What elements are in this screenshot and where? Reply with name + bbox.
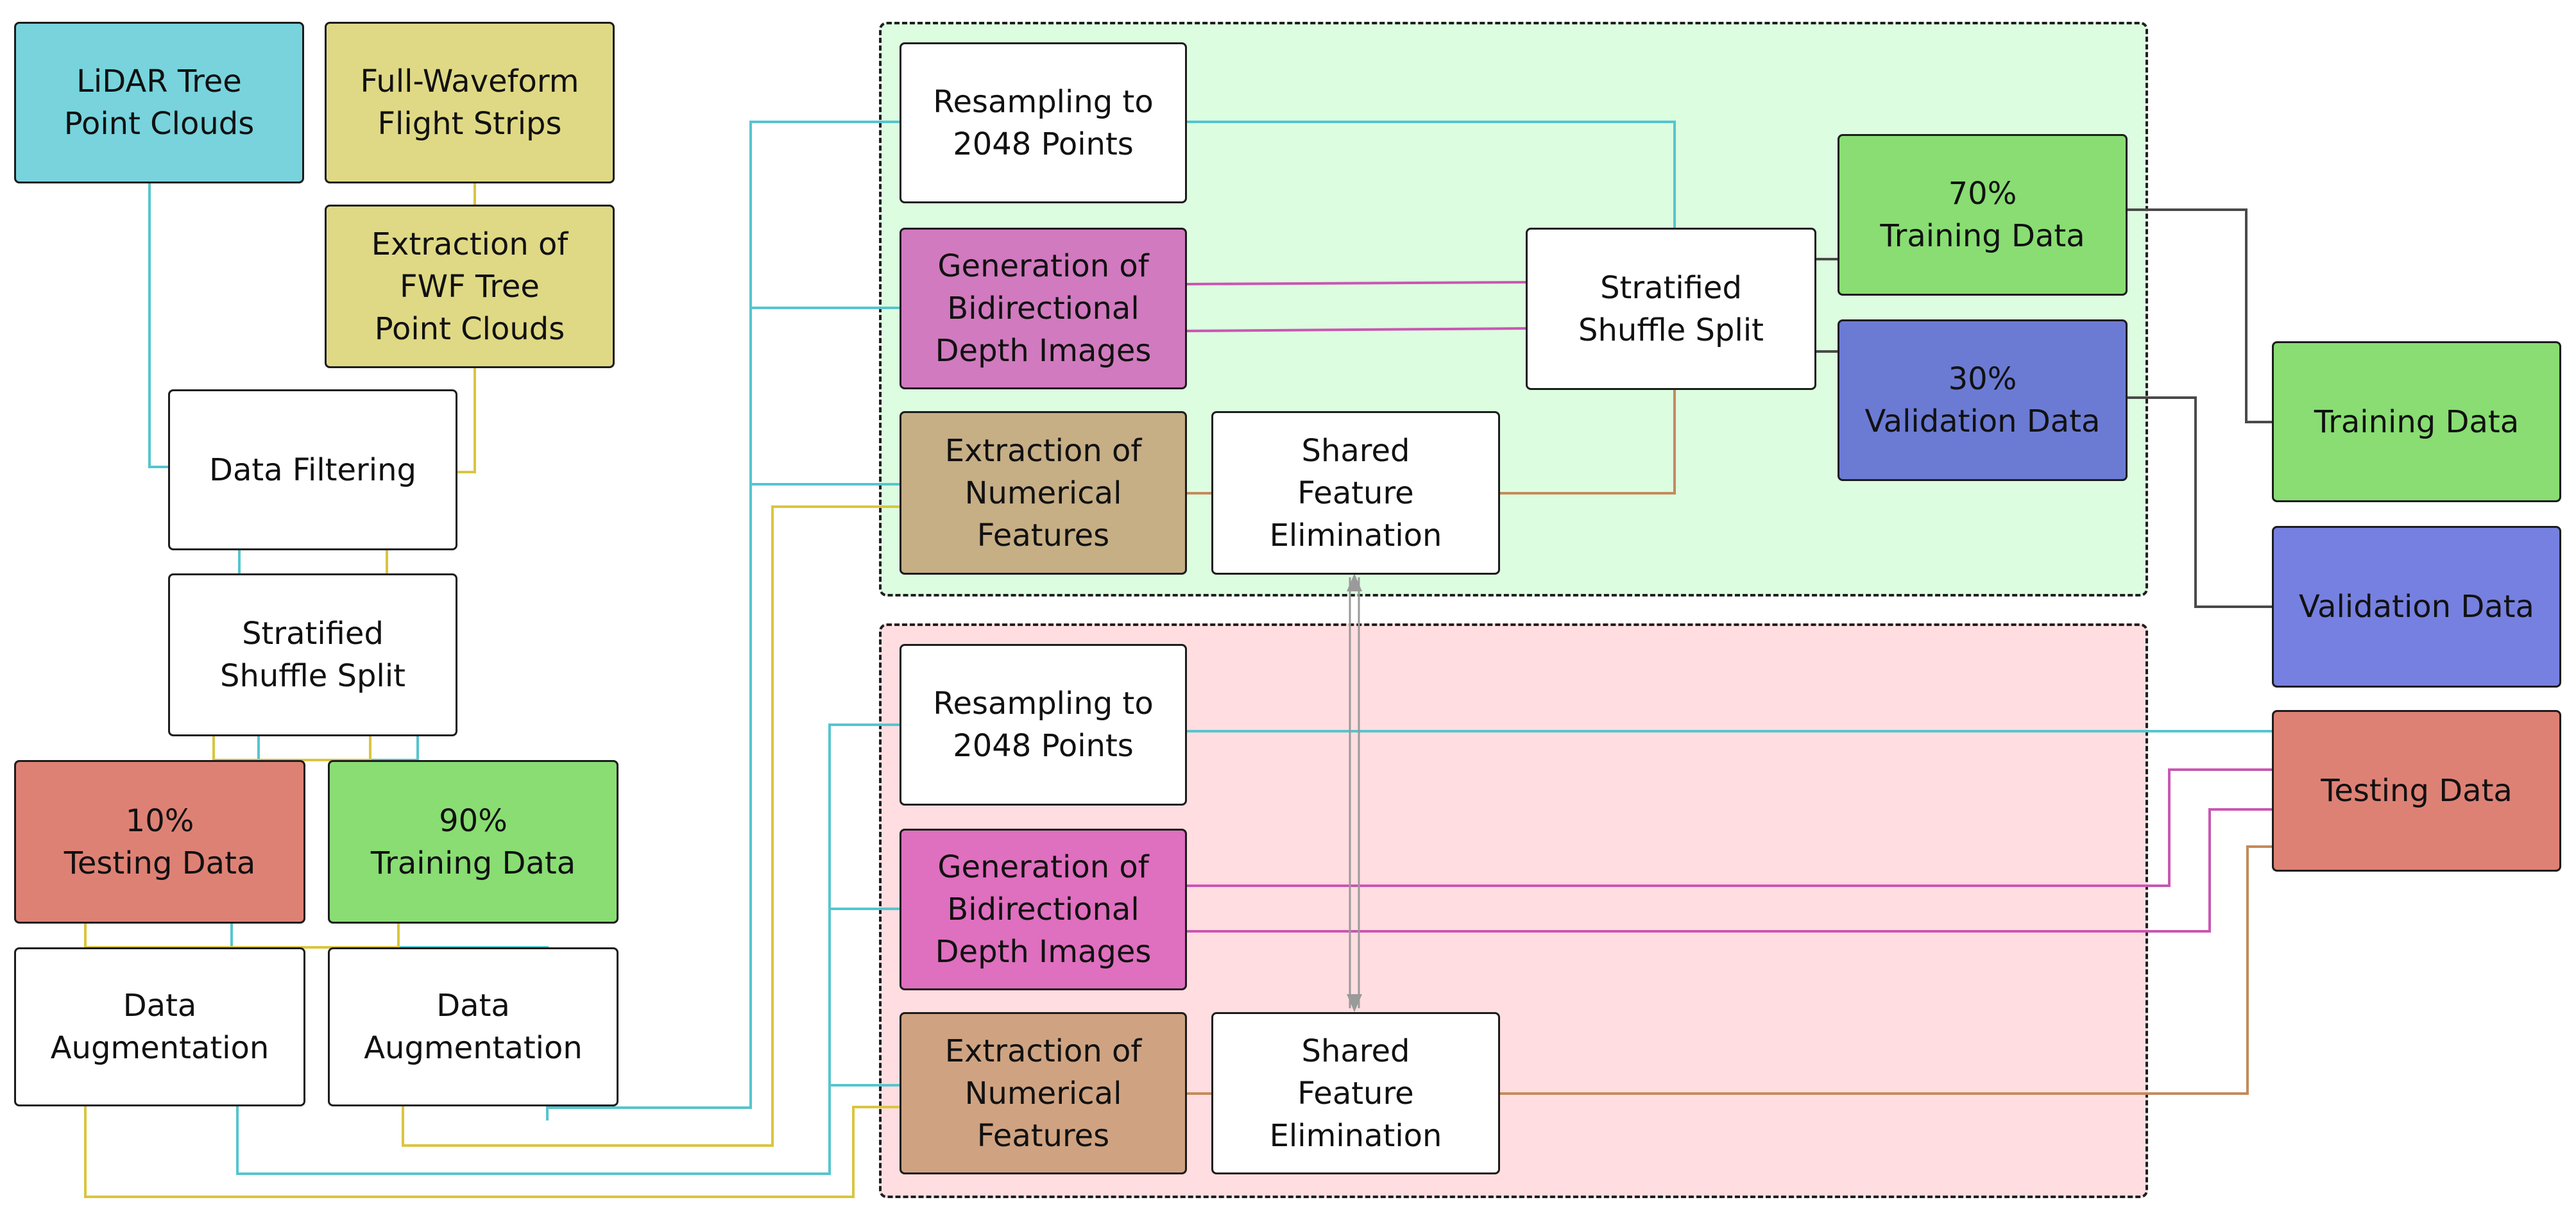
train-resampling-node: Resampling to 2048 Points bbox=[900, 42, 1187, 203]
connector-line bbox=[2128, 396, 2272, 608]
train-stratified-split-node: Stratified Shuffle Split bbox=[1526, 228, 1816, 390]
training-70-node: 70% Training Data bbox=[1838, 134, 2128, 296]
fwf-extraction-node: Extraction of FWF Tree Point Clouds bbox=[325, 205, 615, 368]
connector-line bbox=[236, 723, 900, 1175]
testing-10-node: 10% Testing Data bbox=[14, 760, 305, 924]
final-testing-data-node: Testing Data bbox=[2272, 710, 2561, 872]
fwf-flight-strips-node: Full-Waveform Flight Strips bbox=[325, 22, 615, 183]
connector-line bbox=[547, 121, 900, 1109]
test-feature-elimination-node: Shared Feature Elimination bbox=[1211, 1012, 1500, 1174]
test-numerical-features-node: Extraction of Numerical Features bbox=[900, 1012, 1187, 1174]
augmentation-testing-node: Data Augmentation bbox=[14, 947, 305, 1106]
connector-line bbox=[84, 1106, 900, 1198]
connector-line bbox=[1500, 390, 1676, 495]
stratified-split-initial-node: Stratified Shuffle Split bbox=[168, 573, 457, 736]
connector-line bbox=[1187, 121, 1676, 228]
connector-line bbox=[1187, 808, 2272, 933]
final-training-data-node: Training Data bbox=[2272, 341, 2561, 502]
connector-line bbox=[1186, 281, 1526, 285]
lidar-point-clouds-node: LiDAR Tree Point Clouds bbox=[14, 22, 304, 183]
final-validation-data-node: Validation Data bbox=[2272, 526, 2561, 688]
connector-line bbox=[84, 924, 400, 949]
connector-line bbox=[402, 505, 900, 1147]
train-feature-elimination-node: Shared Feature Elimination bbox=[1211, 411, 1500, 575]
test-depth-images-node: Generation of Bidirectional Depth Images bbox=[900, 829, 1187, 990]
arrowhead bbox=[1347, 994, 1362, 1012]
train-numerical-features-node: Extraction of Numerical Features bbox=[900, 411, 1187, 575]
connector-line bbox=[1187, 768, 2272, 887]
connector-line bbox=[2128, 208, 2272, 423]
arrowhead bbox=[1347, 573, 1362, 591]
connector-line bbox=[1500, 845, 2272, 1095]
connector-line bbox=[257, 736, 419, 761]
connector-line bbox=[212, 736, 371, 761]
connector-line bbox=[1186, 327, 1526, 332]
training-90-node: 90% Training Data bbox=[328, 760, 618, 924]
connector-line bbox=[457, 368, 476, 473]
train-depth-images-node: Generation of Bidirectional Depth Images bbox=[900, 228, 1187, 389]
connector-line bbox=[148, 183, 168, 468]
validation-30-node: 30% Validation Data bbox=[1838, 319, 2128, 481]
augmentation-training-node: Data Augmentation bbox=[328, 947, 618, 1106]
test-resampling-node: Resampling to 2048 Points bbox=[900, 644, 1187, 806]
data-filtering-node: Data Filtering bbox=[168, 389, 457, 550]
